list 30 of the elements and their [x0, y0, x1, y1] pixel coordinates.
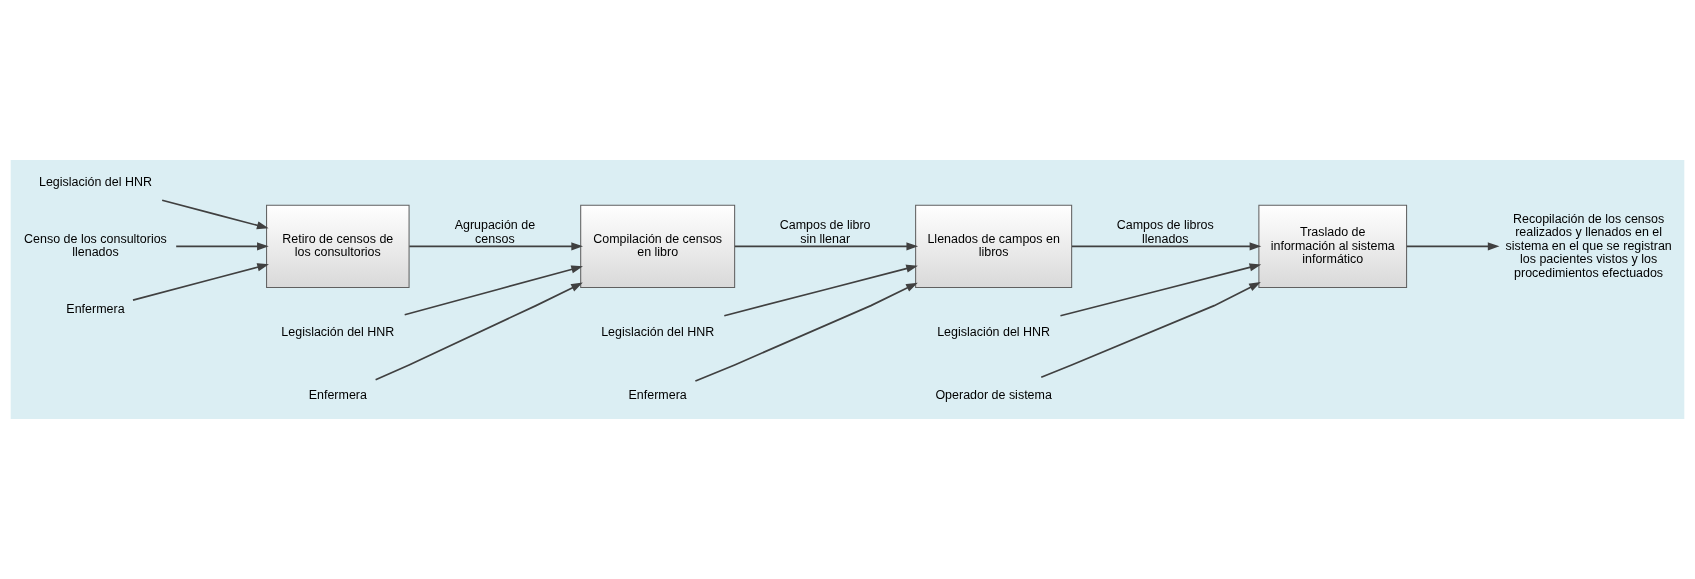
node-text: Legislación del HNR: [601, 324, 715, 339]
node-text: Censo de los consultorios llenados: [24, 231, 167, 260]
arrow: [1059, 263, 1262, 317]
arrow: [175, 242, 269, 251]
node-box: Retiro de censos de los consultorios: [266, 204, 410, 288]
node-text: Recopilación de los censos realizados y llenados en el sistema en el que se registran los pacientes vistos y los procedimientos efectuados: [1505, 211, 1672, 280]
edge-label: Agrupación de censos: [454, 218, 536, 246]
arrow: [408, 242, 583, 251]
node-text: Enfermera: [628, 388, 687, 403]
node-text: Enfermera: [308, 388, 367, 403]
arrow: [161, 199, 269, 230]
arrow: [374, 282, 583, 381]
node-box: Compilación de censos en libro: [580, 204, 736, 288]
arrow: [734, 242, 919, 251]
arrow: [1406, 242, 1500, 251]
node-text: Operador de sistema: [935, 388, 1052, 403]
node-text: Legislación del HNR: [937, 324, 1051, 339]
node-box: Llenados de campos en libros: [915, 204, 1073, 288]
node-box: Traslado de información al sistema informático: [1258, 204, 1408, 288]
edge-label: Campos de libros llenados: [1116, 218, 1214, 246]
arrow: [132, 263, 269, 301]
node-text: Enfermera: [66, 302, 125, 317]
arrow: [403, 265, 583, 316]
arrow: [723, 264, 918, 317]
arrow: [1040, 282, 1261, 379]
edge-label: Campos de libro sin llenar: [779, 218, 871, 246]
node-text: Legislación del HNR: [281, 324, 395, 339]
node-text: Legislación del HNR: [38, 175, 152, 190]
arrow: [1071, 242, 1262, 251]
arrow: [694, 282, 918, 382]
